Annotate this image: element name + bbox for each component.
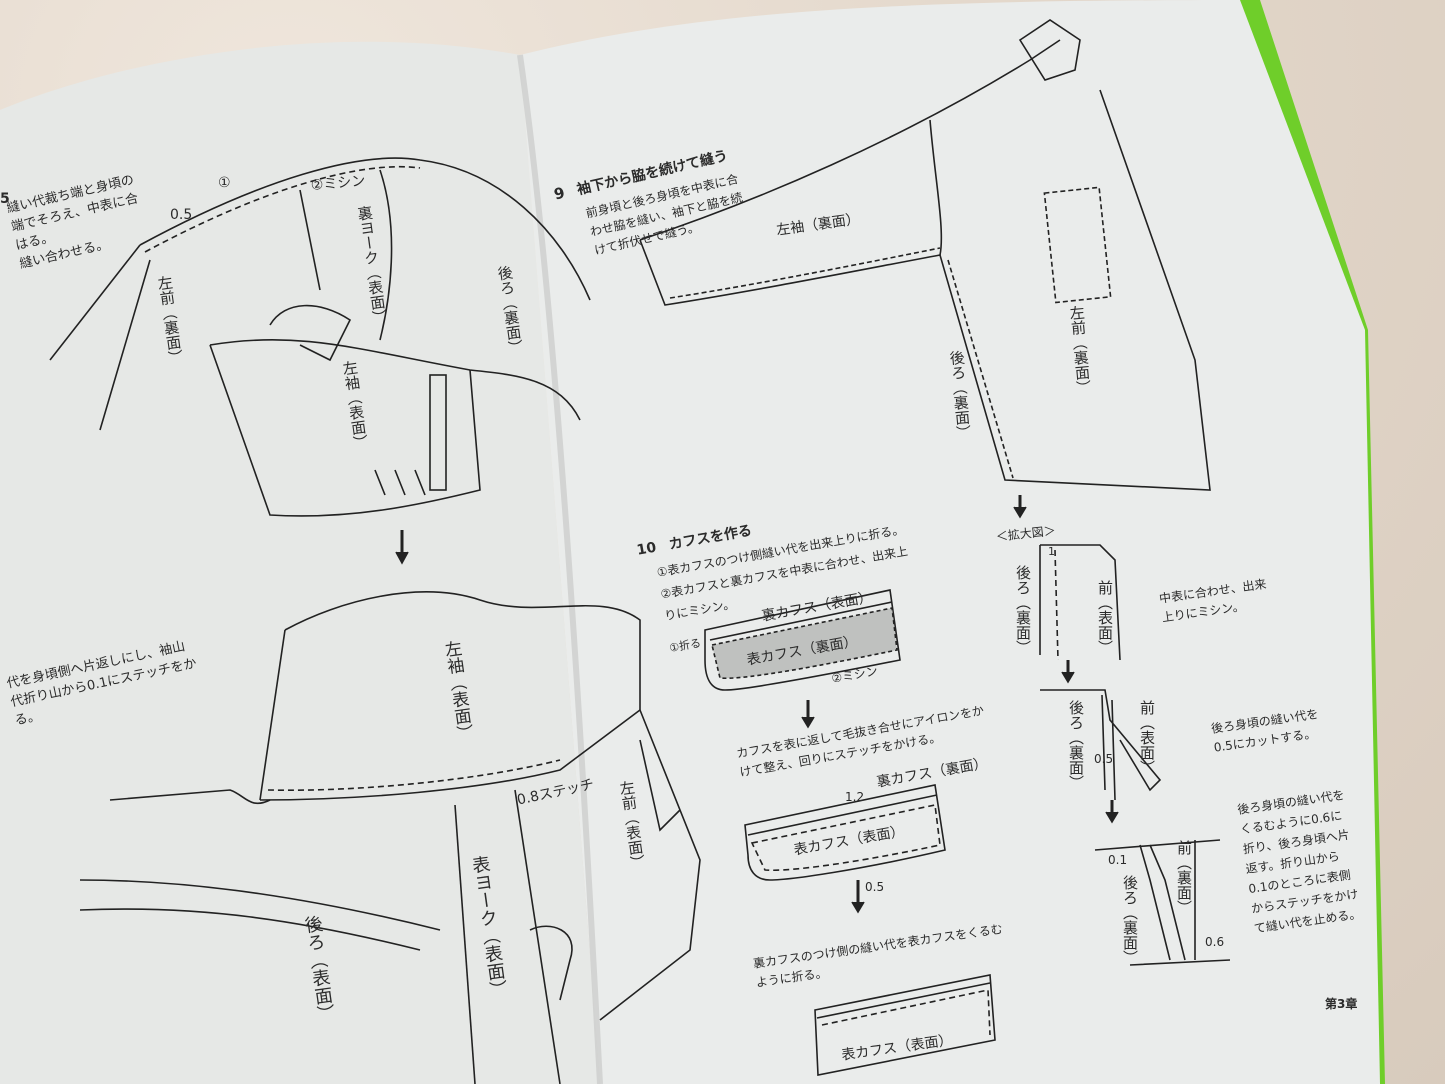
left-step-number: 5	[0, 191, 10, 207]
detail-front3: 前（裏面）	[1175, 840, 1193, 915]
detail-front2: 前（表面）	[1138, 700, 1156, 775]
detail-m1: 1	[1048, 545, 1055, 558]
left-page	[0, 41, 600, 1084]
label-measure: 0.5	[170, 207, 193, 223]
left-drawings	[49, 157, 701, 1084]
book-cover-edge	[1225, 0, 1385, 1084]
right-drawings	[639, 19, 1231, 1076]
label-cuff2-05: 0.5	[865, 880, 885, 894]
detail-back3: 後ろ（裏面）	[1121, 875, 1139, 965]
detail-back2: 後ろ（裏面）	[1067, 700, 1085, 790]
detail-m01: 0.1	[1108, 853, 1128, 867]
right-page	[520, 0, 1380, 1084]
detail-back1: 後ろ（裏面）	[1014, 565, 1032, 655]
step10-number: 10	[635, 539, 658, 559]
detail-front1: 前（表面）	[1096, 580, 1114, 655]
detail-note3: 後ろ身頃の縫い代を くるむように0.6に 折り、後ろ身頃へ片 返す。折り山から …	[1236, 785, 1362, 939]
book-gutter	[517, 54, 603, 1084]
detail-m06: 0.6	[1205, 935, 1225, 949]
label-circle-1: ①	[218, 175, 231, 191]
detail-m05: 0.5	[1094, 752, 1114, 766]
label-cuff2-12: 1.2	[845, 790, 865, 804]
chapter-label: 第3章	[1325, 997, 1358, 1011]
